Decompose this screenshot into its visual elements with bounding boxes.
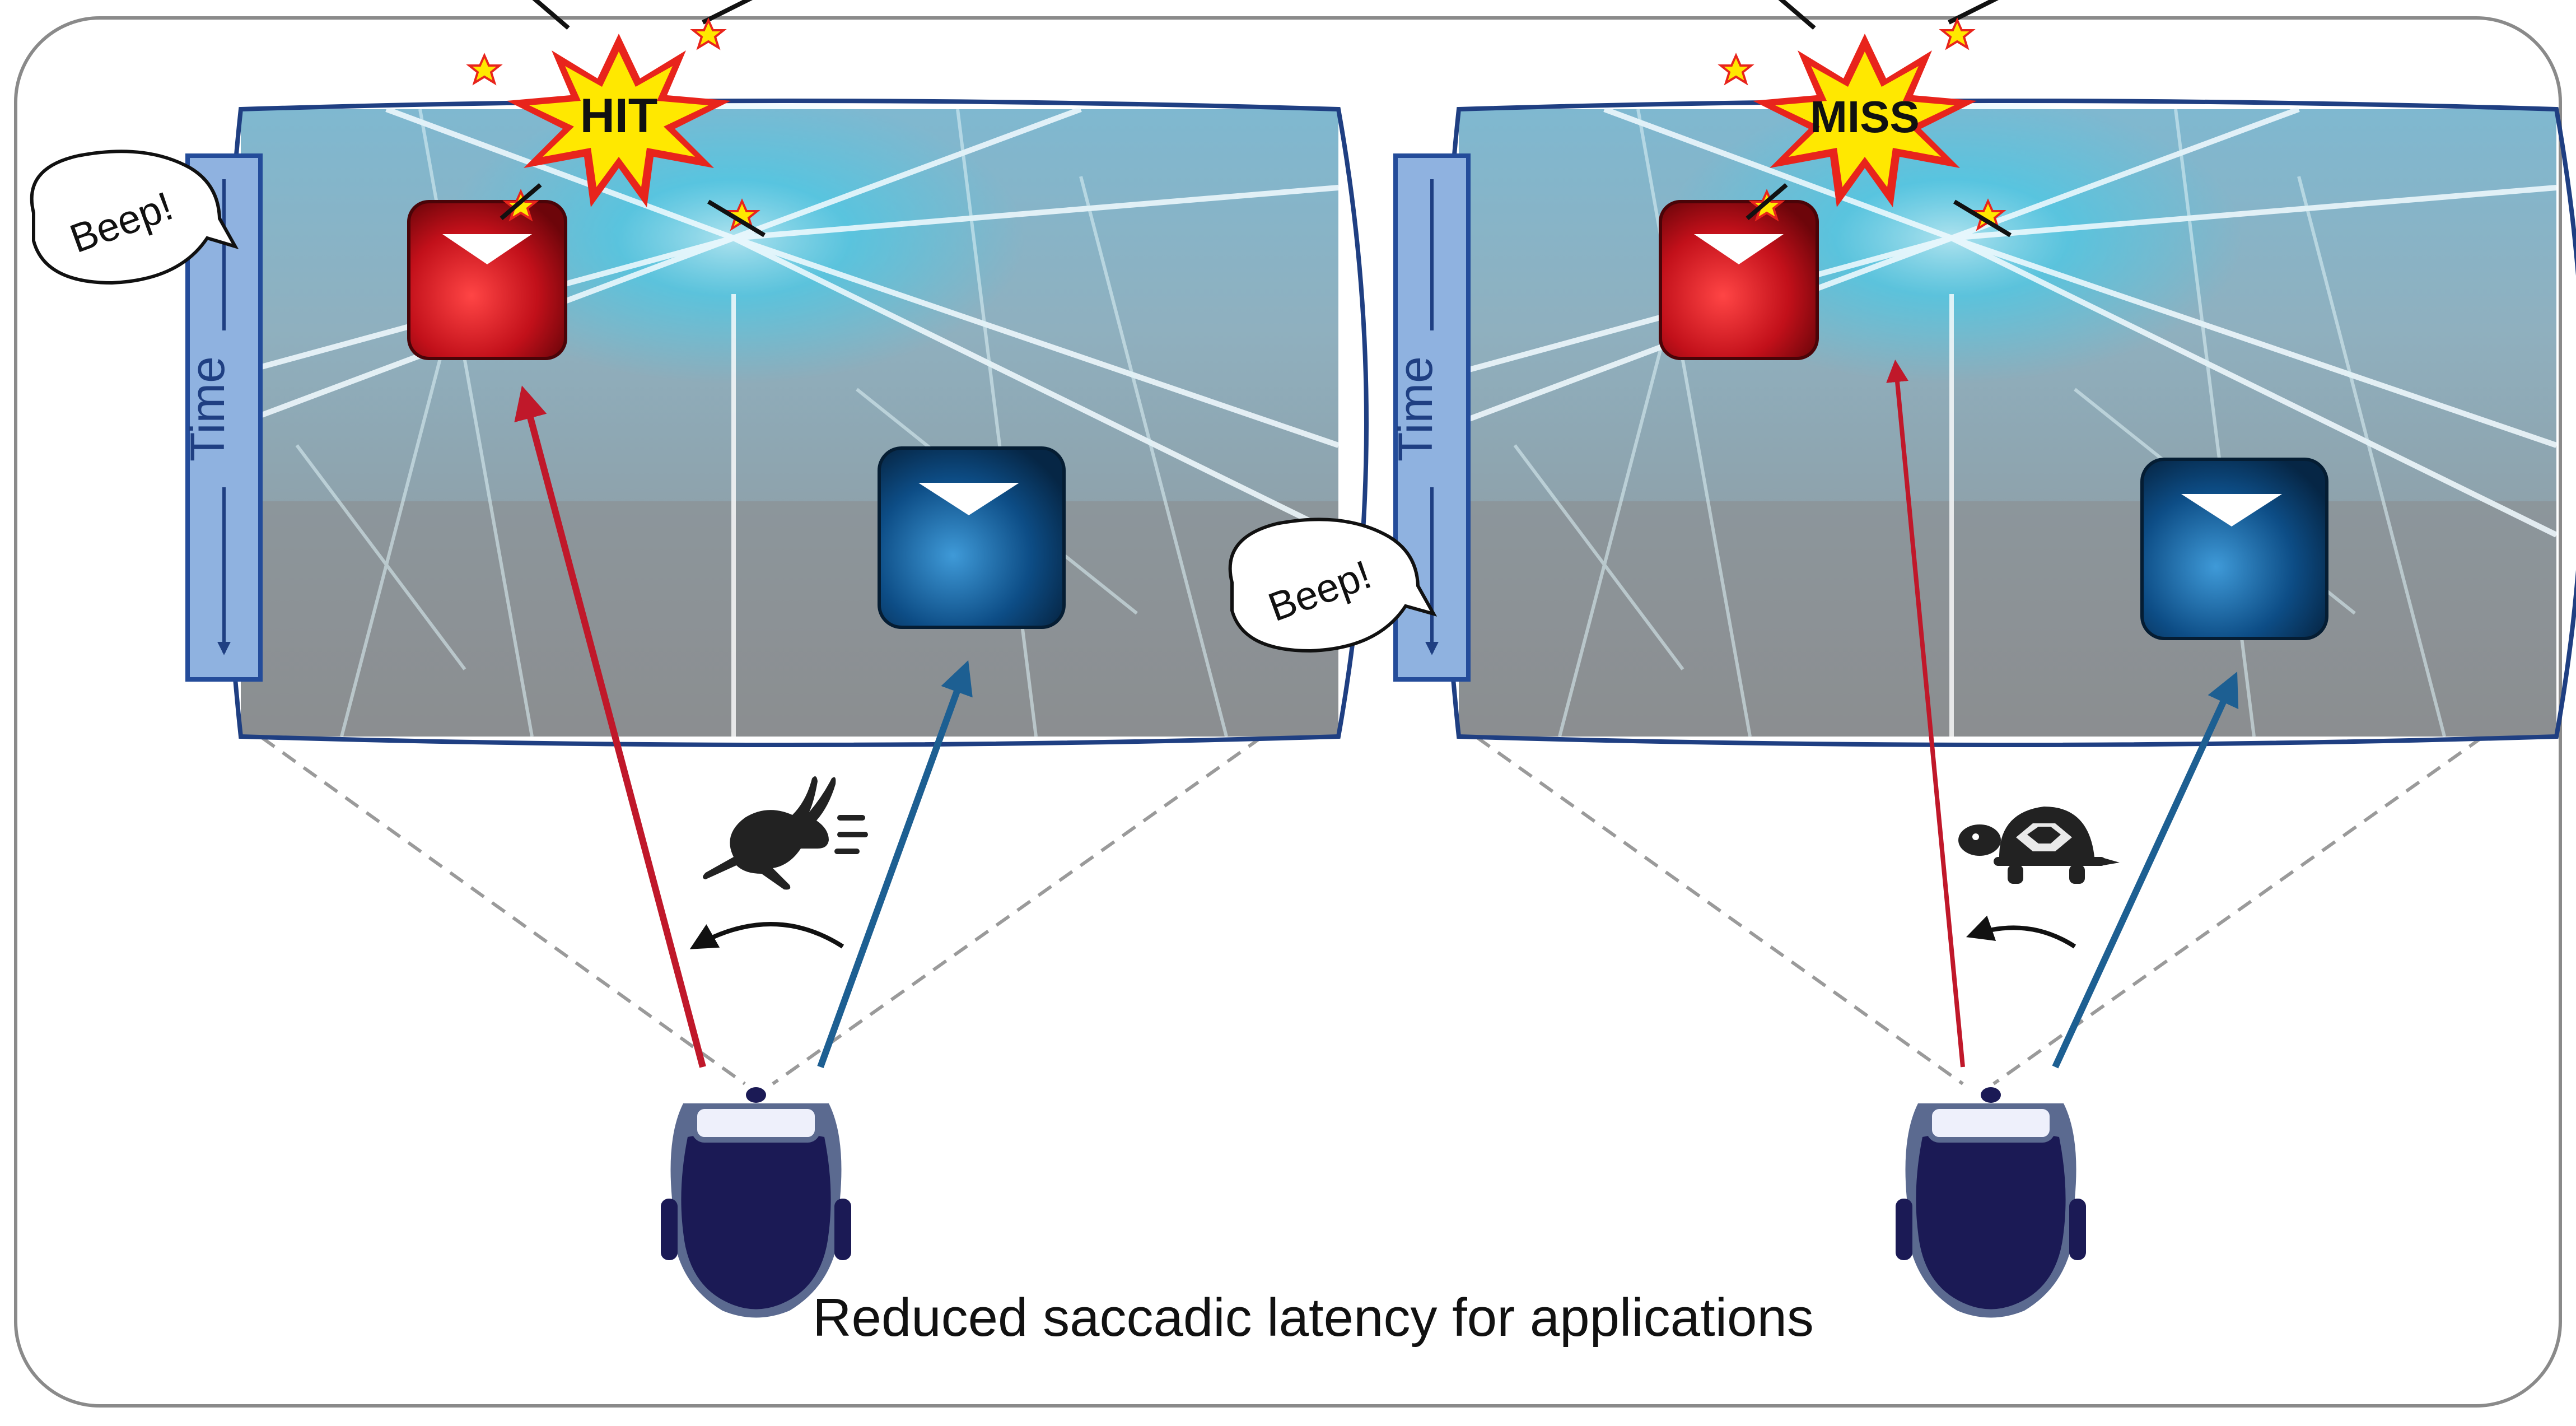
red-cube	[409, 202, 566, 358]
direction-arrow-icon	[1966, 915, 2076, 949]
vr-screen	[1440, 99, 2576, 747]
miss-burst: MISS	[1747, 0, 2010, 235]
vr-screen	[222, 99, 1369, 747]
beep-speech-bubble: Beep!	[1228, 518, 1438, 653]
saccade-ray-red	[514, 385, 706, 1068]
view-frustum-lines	[240, 721, 1284, 1085]
red-cube	[1660, 202, 1817, 358]
blue-cube	[2142, 459, 2327, 639]
hit-burst: HIT	[501, 0, 764, 235]
result-label: HIT	[580, 89, 658, 143]
panel-left: HIT Time Beep!	[30, 0, 1369, 1318]
beep-speech-bubble: Beep!	[30, 150, 239, 285]
blue-cube	[879, 448, 1064, 627]
time-label: Time	[1389, 356, 1443, 462]
saccade-ray-blue	[817, 660, 973, 1069]
time-label: Time	[181, 356, 235, 462]
figure-caption: Reduced saccadic latency for application…	[813, 1288, 1814, 1348]
result-label: MISS	[1810, 92, 1920, 142]
panel-right: MISS Time Beep!	[1228, 0, 2576, 1318]
saccade-ray-blue	[2052, 672, 2239, 1069]
direction-arrow-icon	[689, 922, 844, 949]
saccade-ray-red	[1886, 360, 1965, 1068]
